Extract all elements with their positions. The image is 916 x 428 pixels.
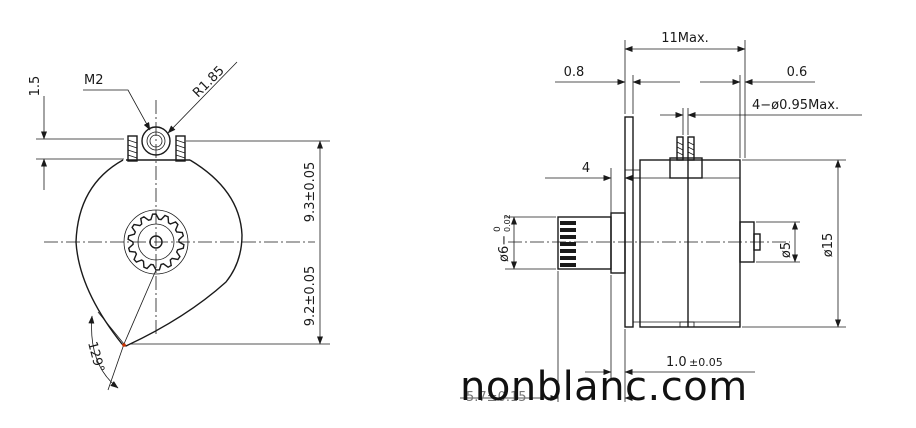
front-view: 1.5 M2 R1.85 9.3±0.05 9.2±0.05 129° [28,61,330,391]
dim-pins: 4−ø0.95Max. [660,98,862,135]
terminal-left [127,135,138,162]
dim-angle: 129° [84,269,157,391]
dim-9-3-9-2: 9.3±0.05 9.2±0.05 [130,140,330,345]
svg-text:R1.85: R1.85 [190,63,227,100]
gear-tooth [560,235,576,239]
dim-0-8: 0.8 [555,65,680,114]
dim-0-6: 0.6 [700,65,815,158]
gear-tooth [560,263,576,267]
pinion-gear [123,209,189,275]
dim-4: 4 [545,161,640,213]
svg-text:4: 4 [582,161,590,176]
gear-tooth [560,256,576,260]
side-view: 11Max. 0.8 0.6 4−ø0.95Max. [460,31,862,405]
dim-boss-dia: ø5 [756,221,800,263]
tip-point [122,343,126,347]
label-m2: M2 [83,73,151,131]
svg-text:5.7±0.15: 5.7±0.15 [466,390,527,405]
watermark-text: nonblanc.com [460,364,748,410]
svg-text:9.3±0.05: 9.3±0.05 [303,162,318,223]
dim-gear-dia: ø6− 0 0.02 [493,214,556,270]
svg-text:11Max.: 11Max. [661,31,709,46]
dim-1-0: 1.0 ±0.05 [585,275,755,380]
dim-11max: 11Max. [624,31,746,158]
label-r1-85: R1.85 [167,61,238,134]
svg-text:ø5: ø5 [779,242,794,258]
svg-text:0: 0 [493,226,503,232]
terminal-right [175,135,186,162]
side-gear [557,216,612,270]
svg-text:M2: M2 [84,73,104,88]
svg-text:4−ø0.95Max.: 4−ø0.95Max. [752,98,839,113]
svg-text:±0.05: ±0.05 [689,356,723,369]
side-terminals [676,136,695,161]
svg-text:ø15: ø15 [821,233,836,258]
svg-text:129°: 129° [84,340,107,374]
gear-tooth [560,249,576,253]
dim-body-dia: ø15 [742,159,846,328]
svg-text:0.6: 0.6 [787,65,808,80]
svg-text:ø6−: ø6− [497,235,512,262]
svg-text:1.5: 1.5 [28,76,43,97]
gear-tooth [560,221,576,225]
svg-text:0.02: 0.02 [503,214,512,232]
svg-text:9.2±0.05: 9.2±0.05 [303,266,318,327]
gear-tooth [560,228,576,232]
dim-5-7: 5.7±0.15 [460,271,640,405]
dim-1-5: 1.5 [28,76,124,190]
svg-text:0.8: 0.8 [564,65,585,80]
svg-text:1.0: 1.0 [666,355,687,370]
gear-tooth [560,242,576,246]
